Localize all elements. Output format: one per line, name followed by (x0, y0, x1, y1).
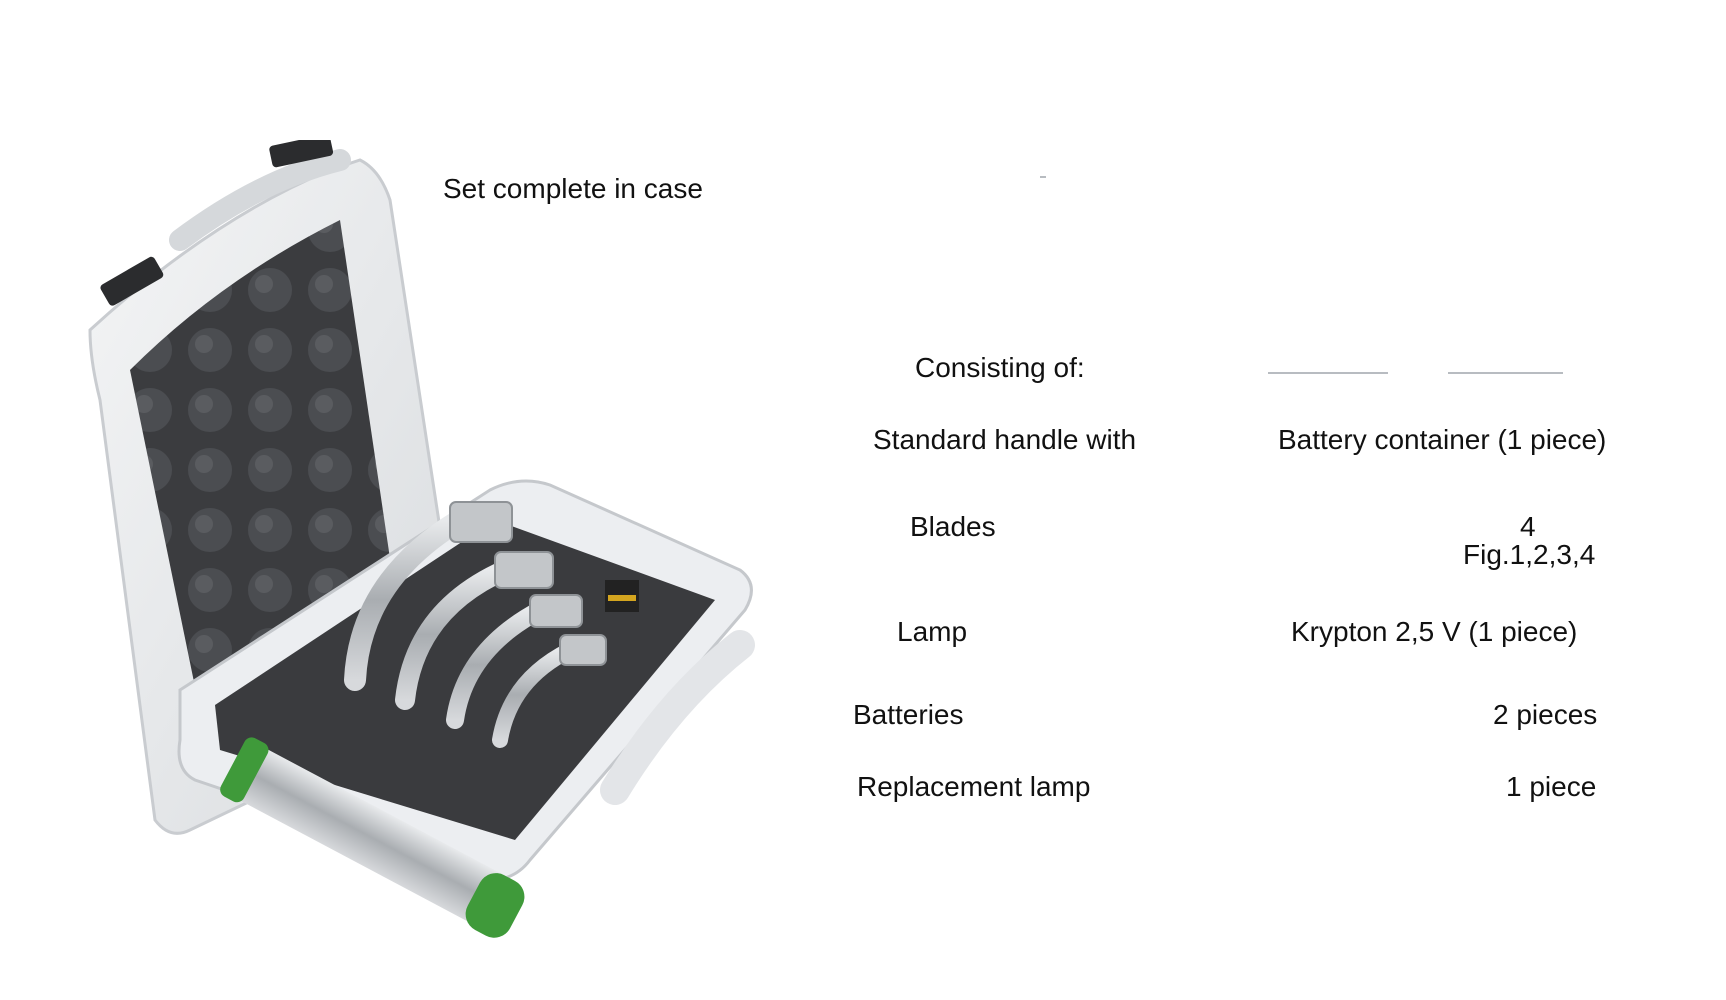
contents-heading: Consisting of: (915, 352, 1085, 383)
item-detail-replacement-lamp: 1 piece (1506, 771, 1597, 802)
item-name-lamp: Lamp (897, 616, 968, 647)
blade-heads (449, 501, 607, 666)
scan-mark (1448, 372, 1563, 374)
item-detail-blades-figs: Fig.1,2,3,4 (1463, 539, 1596, 570)
item-detail-blades-count: 4 (1520, 511, 1536, 542)
spare-lamp (605, 580, 639, 612)
scan-mark (1040, 176, 1046, 178)
page-title: Set complete in case (443, 173, 703, 204)
item-name-handle: Standard handle with (873, 424, 1137, 455)
scan-mark (1268, 372, 1388, 374)
laryngoscope-case-image (88, 140, 755, 938)
item-name-blades: Blades (910, 511, 996, 542)
laryngoscope-blades (344, 509, 578, 748)
item-detail-batteries: 2 pieces (1493, 699, 1598, 730)
item-name-batteries: Batteries (853, 699, 964, 730)
item-name-replacement-lamp: Replacement lamp (857, 771, 1091, 802)
item-detail-lamp: Krypton 2,5 V (1 piece) (1291, 616, 1578, 647)
item-detail-handle: Battery container (1 piece) (1278, 424, 1607, 455)
laryngoscope-handle (220, 737, 525, 938)
